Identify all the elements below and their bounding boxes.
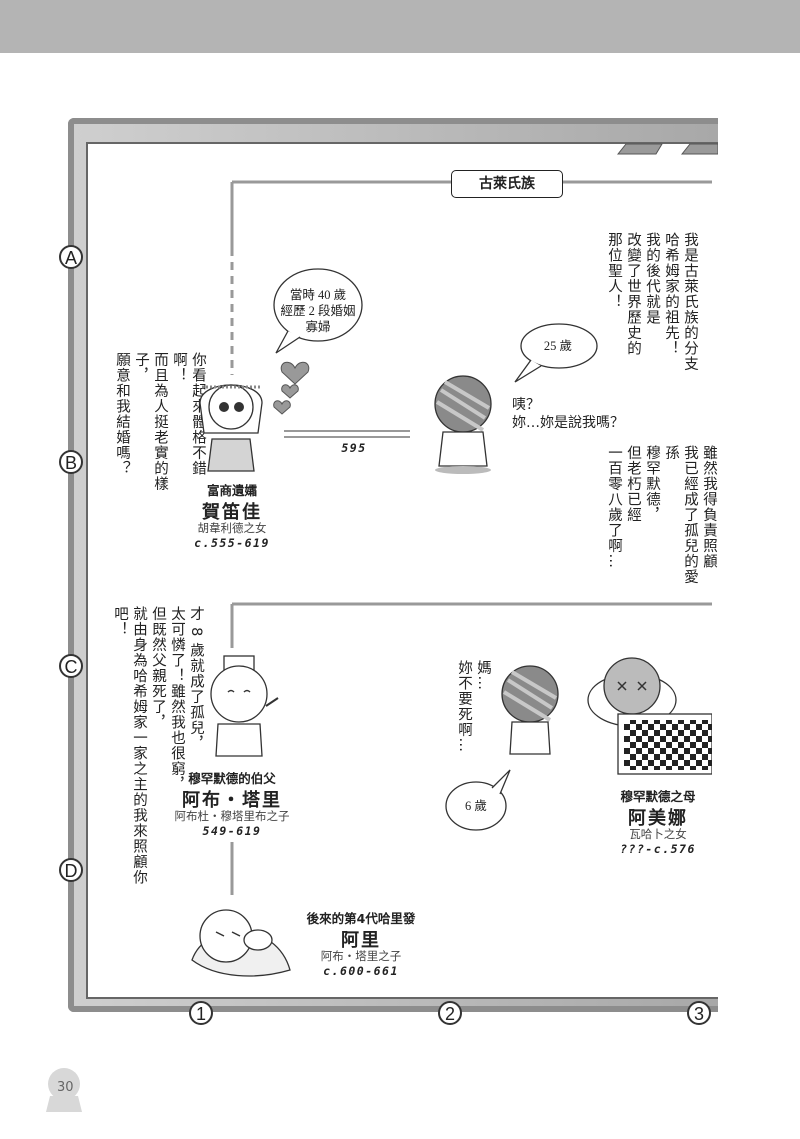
chart-area	[86, 142, 718, 999]
col-label-1: 1	[189, 1001, 213, 1025]
row-label-c: C	[59, 654, 83, 678]
abutali-role: 穆罕默德的伯父	[188, 771, 276, 786]
abutali-dates: 549-619	[202, 824, 262, 838]
ali-figure-icon	[191, 909, 291, 977]
child-speech: 媽… 妳不要死啊…	[456, 660, 491, 753]
amina-figure-icon	[587, 657, 712, 775]
row-label-d: D	[59, 858, 83, 882]
ali-role: 後來的第4代哈里發	[306, 911, 416, 926]
abutali-name: 阿布・塔里	[182, 790, 282, 811]
amina-name: 阿美娜	[628, 808, 688, 829]
grandfather-narration: 雖然我得負責照顧 我已經成了孤兒的愛孫 穆罕默德， 但老朽已經 一百零八歲了啊…	[606, 445, 717, 585]
top-bar	[0, 0, 800, 53]
frame-tabs-icon	[616, 143, 718, 155]
hedijia-dates: c.555-619	[194, 536, 270, 550]
abutali-figure-icon	[210, 655, 279, 757]
amina-parent: 瓦哈卜之女	[629, 827, 687, 841]
clan-title: 古萊氏族	[451, 170, 563, 198]
amina-dates: ???-c.576	[620, 842, 696, 856]
row-label-a: A	[59, 245, 83, 269]
ali-name: 阿里	[341, 930, 381, 951]
ali-dates: c.600-661	[323, 964, 399, 978]
hedijia-speech: 你看起來體格不錯啊！ 而且為人挺老實的樣子， 願意和我結婚嗎？	[114, 352, 206, 492]
amina-role: 穆罕默德之母	[620, 789, 696, 804]
page-mascot-icon	[46, 1068, 82, 1112]
hedijia-figure-icon	[199, 384, 263, 472]
abutali-speech: 才 8 歲就成了孤兒， 太可憐了！雖然我也很窮， 但既然父親死了， 就由身為哈希…	[112, 606, 204, 885]
hedijia-parent: 胡韋利德之女	[197, 521, 267, 535]
marriage-year: 595	[341, 441, 367, 455]
child-age-bubble	[445, 769, 511, 831]
row-label-b: B	[59, 450, 83, 474]
muhammad-age-text: 25 歲	[543, 339, 573, 353]
abutali-parent: 阿布杜・穆塔里布之子	[174, 809, 290, 823]
col-label-2: 2	[438, 1001, 462, 1025]
muhammad-speech: 咦？ 妳…妳是說我嗎？	[512, 397, 624, 431]
hedijia-age-bubble	[273, 268, 363, 354]
child-age-text: 6 歲	[465, 799, 487, 813]
muhammad-age-bubble	[514, 323, 598, 383]
ali-parent: 阿布・塔里之子	[320, 949, 402, 963]
hedijia-name: 賀笛佳	[202, 502, 262, 523]
hedijia-role: 富商遺孀	[206, 483, 257, 498]
ancestor-narration: 我是古萊氏族的分支 哈希姆家的祖先！ 我的後代就是 改變了世界歷史的 那位聖人！	[606, 232, 698, 372]
muhammad-figure-icon	[434, 375, 492, 474]
child-figure-icon	[501, 665, 559, 755]
page-number: 30	[57, 1080, 74, 1095]
hedijia-age-text: 當時 40 歲 經歷 2 段婚姻 寡婦	[280, 288, 356, 334]
col-label-3: 3	[687, 1001, 711, 1025]
hearts-icon	[273, 361, 310, 415]
